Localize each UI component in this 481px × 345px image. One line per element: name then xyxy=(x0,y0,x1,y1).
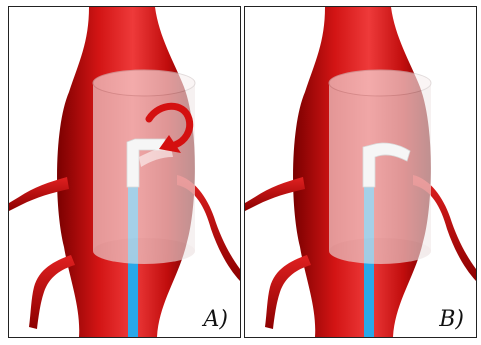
cylinder xyxy=(329,70,431,264)
left-lower-branch xyxy=(29,255,75,329)
vessel-illustration-a xyxy=(9,7,240,337)
left-lower-branch xyxy=(265,255,311,329)
panel-a: A) xyxy=(8,6,241,338)
vessel-illustration-b xyxy=(245,7,476,337)
panel-b: B) xyxy=(244,6,477,338)
panel-label-b: B) xyxy=(439,309,464,331)
cylinder xyxy=(93,70,195,264)
panel-label-a: A) xyxy=(204,309,228,331)
